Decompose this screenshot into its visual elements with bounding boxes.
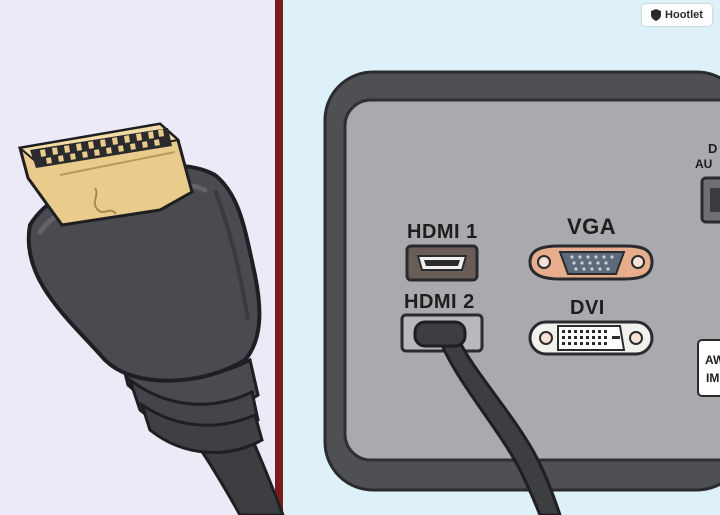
sticker-label-line2: IM [706, 371, 720, 385]
port-sticker [697, 339, 720, 397]
audio-label-line1: D [708, 141, 718, 156]
hdmi2-cable [413, 320, 562, 515]
audio-label-line2: AU [695, 157, 713, 171]
panel-divider [275, 0, 283, 515]
vga-port [528, 244, 654, 281]
sticker-label-line1: AW [705, 353, 720, 367]
audio-port [700, 176, 720, 224]
shield-icon [651, 9, 662, 21]
hdmi-plug-closeup [17, 122, 285, 515]
hootlet-watermark: Hootlet [642, 4, 712, 26]
hdmi2-label: HDMI 2 [404, 291, 475, 313]
hdmi1-label: HDMI 1 [407, 221, 478, 243]
hdmi1-port [405, 244, 479, 282]
vga-label: VGA [567, 214, 617, 239]
watermark-text: Hootlet [665, 9, 703, 21]
dvi-port [528, 320, 654, 356]
dvi-label: DVI [570, 297, 605, 319]
device-back-panel [323, 70, 720, 492]
